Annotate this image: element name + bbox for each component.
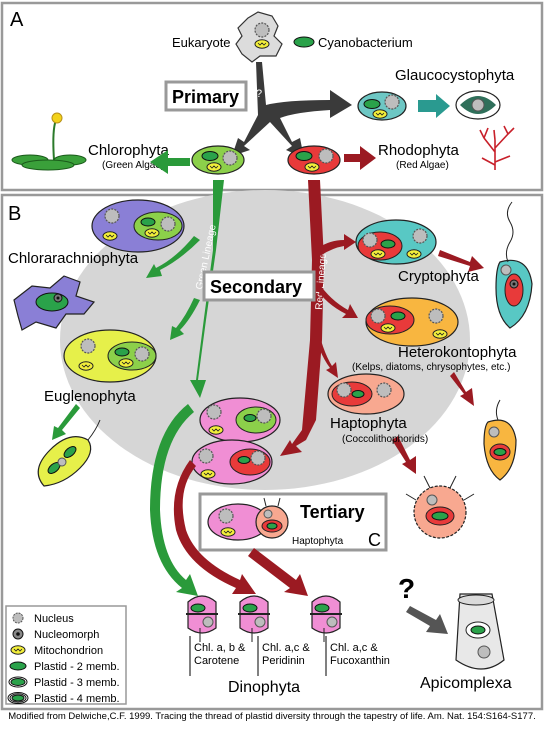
red-arrow-primary (344, 146, 376, 170)
red-arrow-dino-3 (248, 548, 308, 596)
primary-arrow (232, 62, 352, 158)
haptophyta-secondary-cell (327, 373, 405, 415)
red-arrow-haptophyte (392, 436, 416, 474)
euglena-cell (37, 419, 101, 487)
glaucocystophyte-colony (455, 90, 501, 120)
heterokont-cell (483, 399, 517, 481)
red-lineage-arrow (280, 180, 324, 456)
red-dino-secondary-cell (191, 439, 273, 485)
green-lineage-arrow (190, 180, 224, 398)
dino-cell-3 (310, 595, 342, 642)
legend-mitochondrion-label: Mitochondrion (34, 645, 103, 657)
green-alga-cell (191, 145, 245, 175)
legend-plastid-2-label: Plastid - 2 memb. (34, 661, 120, 673)
citation-caption: Modified from Delwiche,C.F. 1999. Tracin… (8, 711, 536, 722)
dinophyta-label: Dinophyta (228, 679, 300, 696)
heterokontophyta-sub: (Kelps, diatoms, chrysophytes, etc.) (352, 362, 510, 373)
green-arrow-dino-1 (150, 404, 198, 596)
tertiary-haptophyta-label: Haptophyta (292, 536, 344, 547)
heterokontophyta-label: Heterokontophyta (398, 344, 517, 361)
secondary-box (202, 270, 316, 302)
apicomplexan-cell (455, 593, 505, 670)
panel-b-label: B (8, 203, 21, 225)
eukaryote-label: Eukaryote (172, 35, 231, 50)
green-arrow-euglena-cell (52, 404, 80, 440)
cryptomonad-cell (495, 201, 533, 329)
chlorarachnio-secondary-cell (91, 199, 185, 253)
chlorophyta-sub: (Green Algae) (102, 160, 164, 171)
legend-box (5, 605, 127, 705)
rhodophyta-label: Rhodophyta (378, 142, 460, 159)
chlorarachniophyte-amoeba (13, 275, 96, 331)
primary-question: ? (256, 88, 262, 100)
apicomplexa-label: Apicomplexa (420, 675, 512, 692)
pigment-3-line2: Fucoxanthin (330, 655, 390, 667)
legend-nucleus-label: Nucleus (34, 613, 74, 625)
legend-mitochondrion-icon (10, 645, 26, 655)
chlorophyta-label: Chlorophyta (88, 142, 170, 159)
primary-label: Primary (172, 87, 239, 107)
legend-plastid-2-icon (9, 661, 27, 671)
pigment-1-line2: Carotene (194, 655, 239, 667)
green-dino-secondary-cell (199, 397, 281, 443)
panel-a-frame (0, 1, 544, 192)
legend-plastid-4-label: Plastid - 4 memb. (34, 693, 120, 705)
legend-nucleomorph-icon (12, 628, 24, 640)
legend-nucleus-icon (12, 612, 24, 624)
panel-a-label: A (10, 9, 24, 31)
eukaryote-cell (235, 11, 283, 63)
green-plant-icon (11, 112, 87, 171)
pigment-2-line1: Chl. a,c & (262, 642, 310, 654)
chlorarachniophyta-label: Chlorarachniophyta (8, 250, 139, 267)
cryptophyta-label: Cryptophyta (398, 268, 480, 285)
cryptophyta-secondary-cell (355, 219, 437, 265)
panel-c-label: C (368, 530, 381, 550)
green-arrow-chlorarachnio (146, 236, 200, 278)
glaucocystophyta-label: Glaucocystophyta (395, 67, 515, 84)
red-alga-cell (287, 145, 341, 175)
apicomplexa-question: ? (398, 573, 415, 604)
rhodophyta-sub: (Red Algae) (396, 160, 449, 171)
primary-box (164, 80, 248, 112)
dino-cell-2 (238, 595, 270, 642)
legend-plastid-3-icon (8, 676, 28, 688)
coccolithophore-cell (405, 475, 475, 539)
tertiary-haptophyte-cell (255, 497, 289, 539)
grey-arrow-apicomplexa (406, 606, 448, 634)
haptophyta-sub: (Coccolithophorids) (342, 434, 428, 445)
pigment-2-line2: Peridinin (262, 655, 305, 667)
legend-plastid-3-label: Plastid - 3 memb. (34, 677, 120, 689)
euglenophyta-label: Euglenophyta (44, 388, 136, 405)
red-arrow-heterokont-cell (450, 372, 474, 406)
red-arrow-dino-2 (173, 460, 256, 594)
tertiary-label: Tertiary (300, 502, 365, 522)
cyanobacterium-cell (293, 36, 315, 48)
legend-plastid-4-icon (7, 692, 29, 704)
red-arrow-heterokont (316, 282, 358, 318)
green-arrow-primary (150, 150, 190, 174)
cyanobacterium-label: Cyanobacterium (318, 35, 413, 50)
pigment-3-line1: Chl. a,c & (330, 642, 378, 654)
pigment-1-line1: Chl. a, b & (194, 642, 246, 654)
legend-nucleomorph-label: Nucleomorph (34, 629, 99, 641)
secondary-label: Secondary (210, 277, 302, 297)
teal-arrow (418, 94, 450, 118)
heterokont-secondary-cell (365, 297, 459, 347)
green-arrow-euglena (170, 298, 200, 340)
dino-cell-1 (186, 595, 218, 642)
red-arrow-cryptophyta (318, 234, 356, 256)
red-arrow-haptophyta (312, 320, 338, 378)
euglena-secondary-cell (63, 329, 157, 383)
red-seaweed-icon (479, 125, 515, 170)
haptophyta-label: Haptophyta (330, 415, 407, 432)
red-arrow-cryptomonad (438, 250, 484, 272)
